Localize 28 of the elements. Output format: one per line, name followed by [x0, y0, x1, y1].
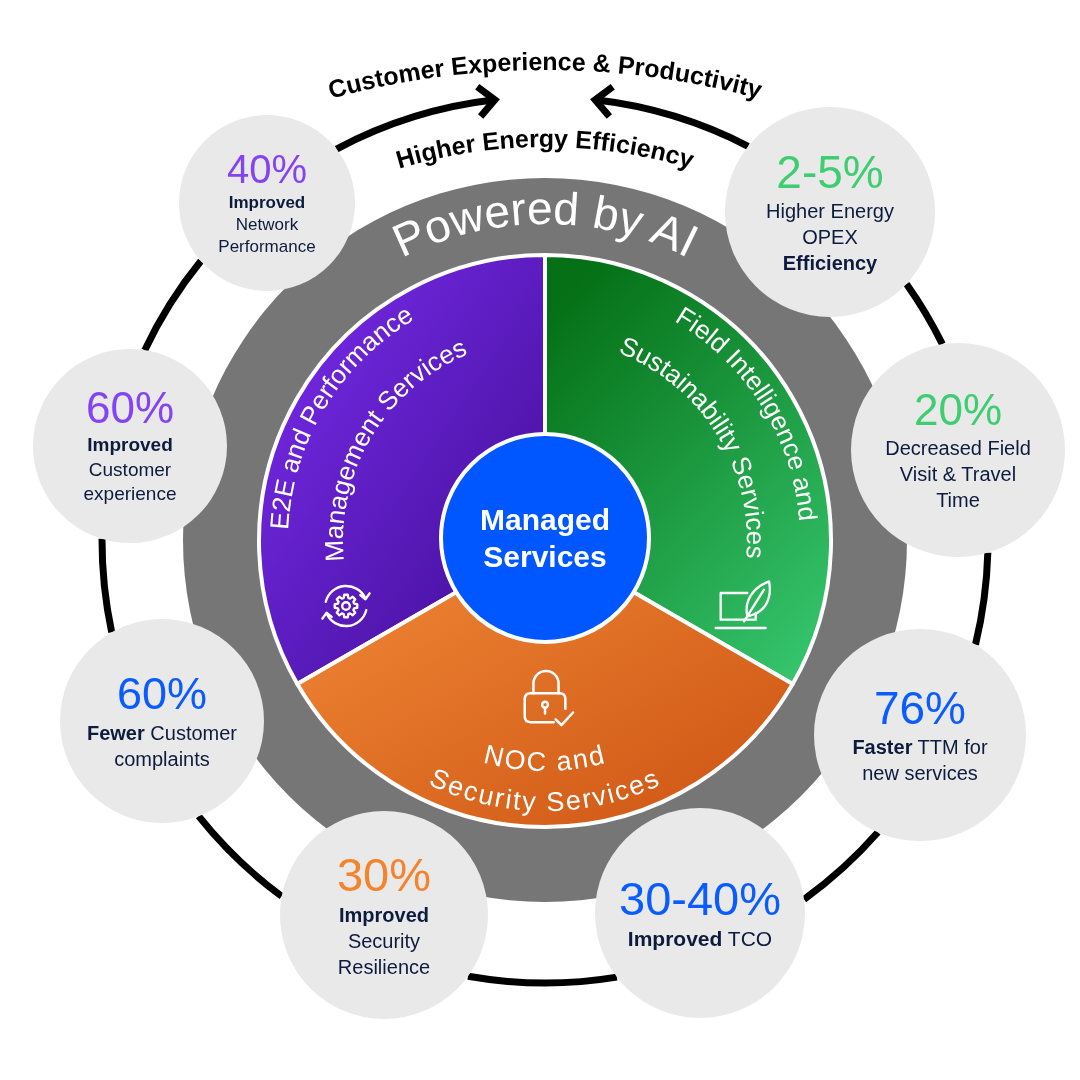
hub-title: Managed Services	[479, 501, 611, 575]
ring-line	[972, 552, 992, 646]
stat-description: Fewer Customer complaints	[86, 720, 238, 772]
percentage-value: 40%	[226, 147, 308, 190]
stat-description: Improved Network Performance	[217, 191, 317, 259]
curved-arrow	[335, 84, 499, 153]
percentage-value: 2-5%	[776, 147, 884, 197]
percentage-value: 30%	[336, 850, 432, 900]
ring-line	[141, 258, 204, 352]
percentage-value: 30-40%	[619, 873, 781, 923]
stat-description: Improved TCO	[627, 926, 773, 952]
ring-line	[467, 972, 618, 987]
ring-line	[903, 281, 946, 346]
stat-description: Improved Customer experience	[83, 433, 177, 507]
stat-description: Higher Energy OPEX Efficiency	[765, 199, 895, 277]
percentage-value: 60%	[85, 384, 175, 432]
stat-description: Improved Security Resilience	[337, 902, 431, 980]
ring-line	[195, 813, 284, 899]
stat-description: Faster TTM for new services	[851, 735, 989, 787]
stat-description: Decreased Field Visit & Travel Time	[884, 436, 1032, 514]
curved-caption: Higher Energy Efficiency	[392, 123, 698, 174]
percentage-value: 76%	[873, 683, 967, 733]
ring-line	[98, 538, 116, 633]
percentage-value: 60%	[116, 670, 208, 718]
percentage-value: 20%	[913, 386, 1003, 434]
band-title: Powered by AI	[384, 181, 707, 268]
curved-arrow	[591, 84, 750, 150]
ring-line	[802, 829, 881, 903]
